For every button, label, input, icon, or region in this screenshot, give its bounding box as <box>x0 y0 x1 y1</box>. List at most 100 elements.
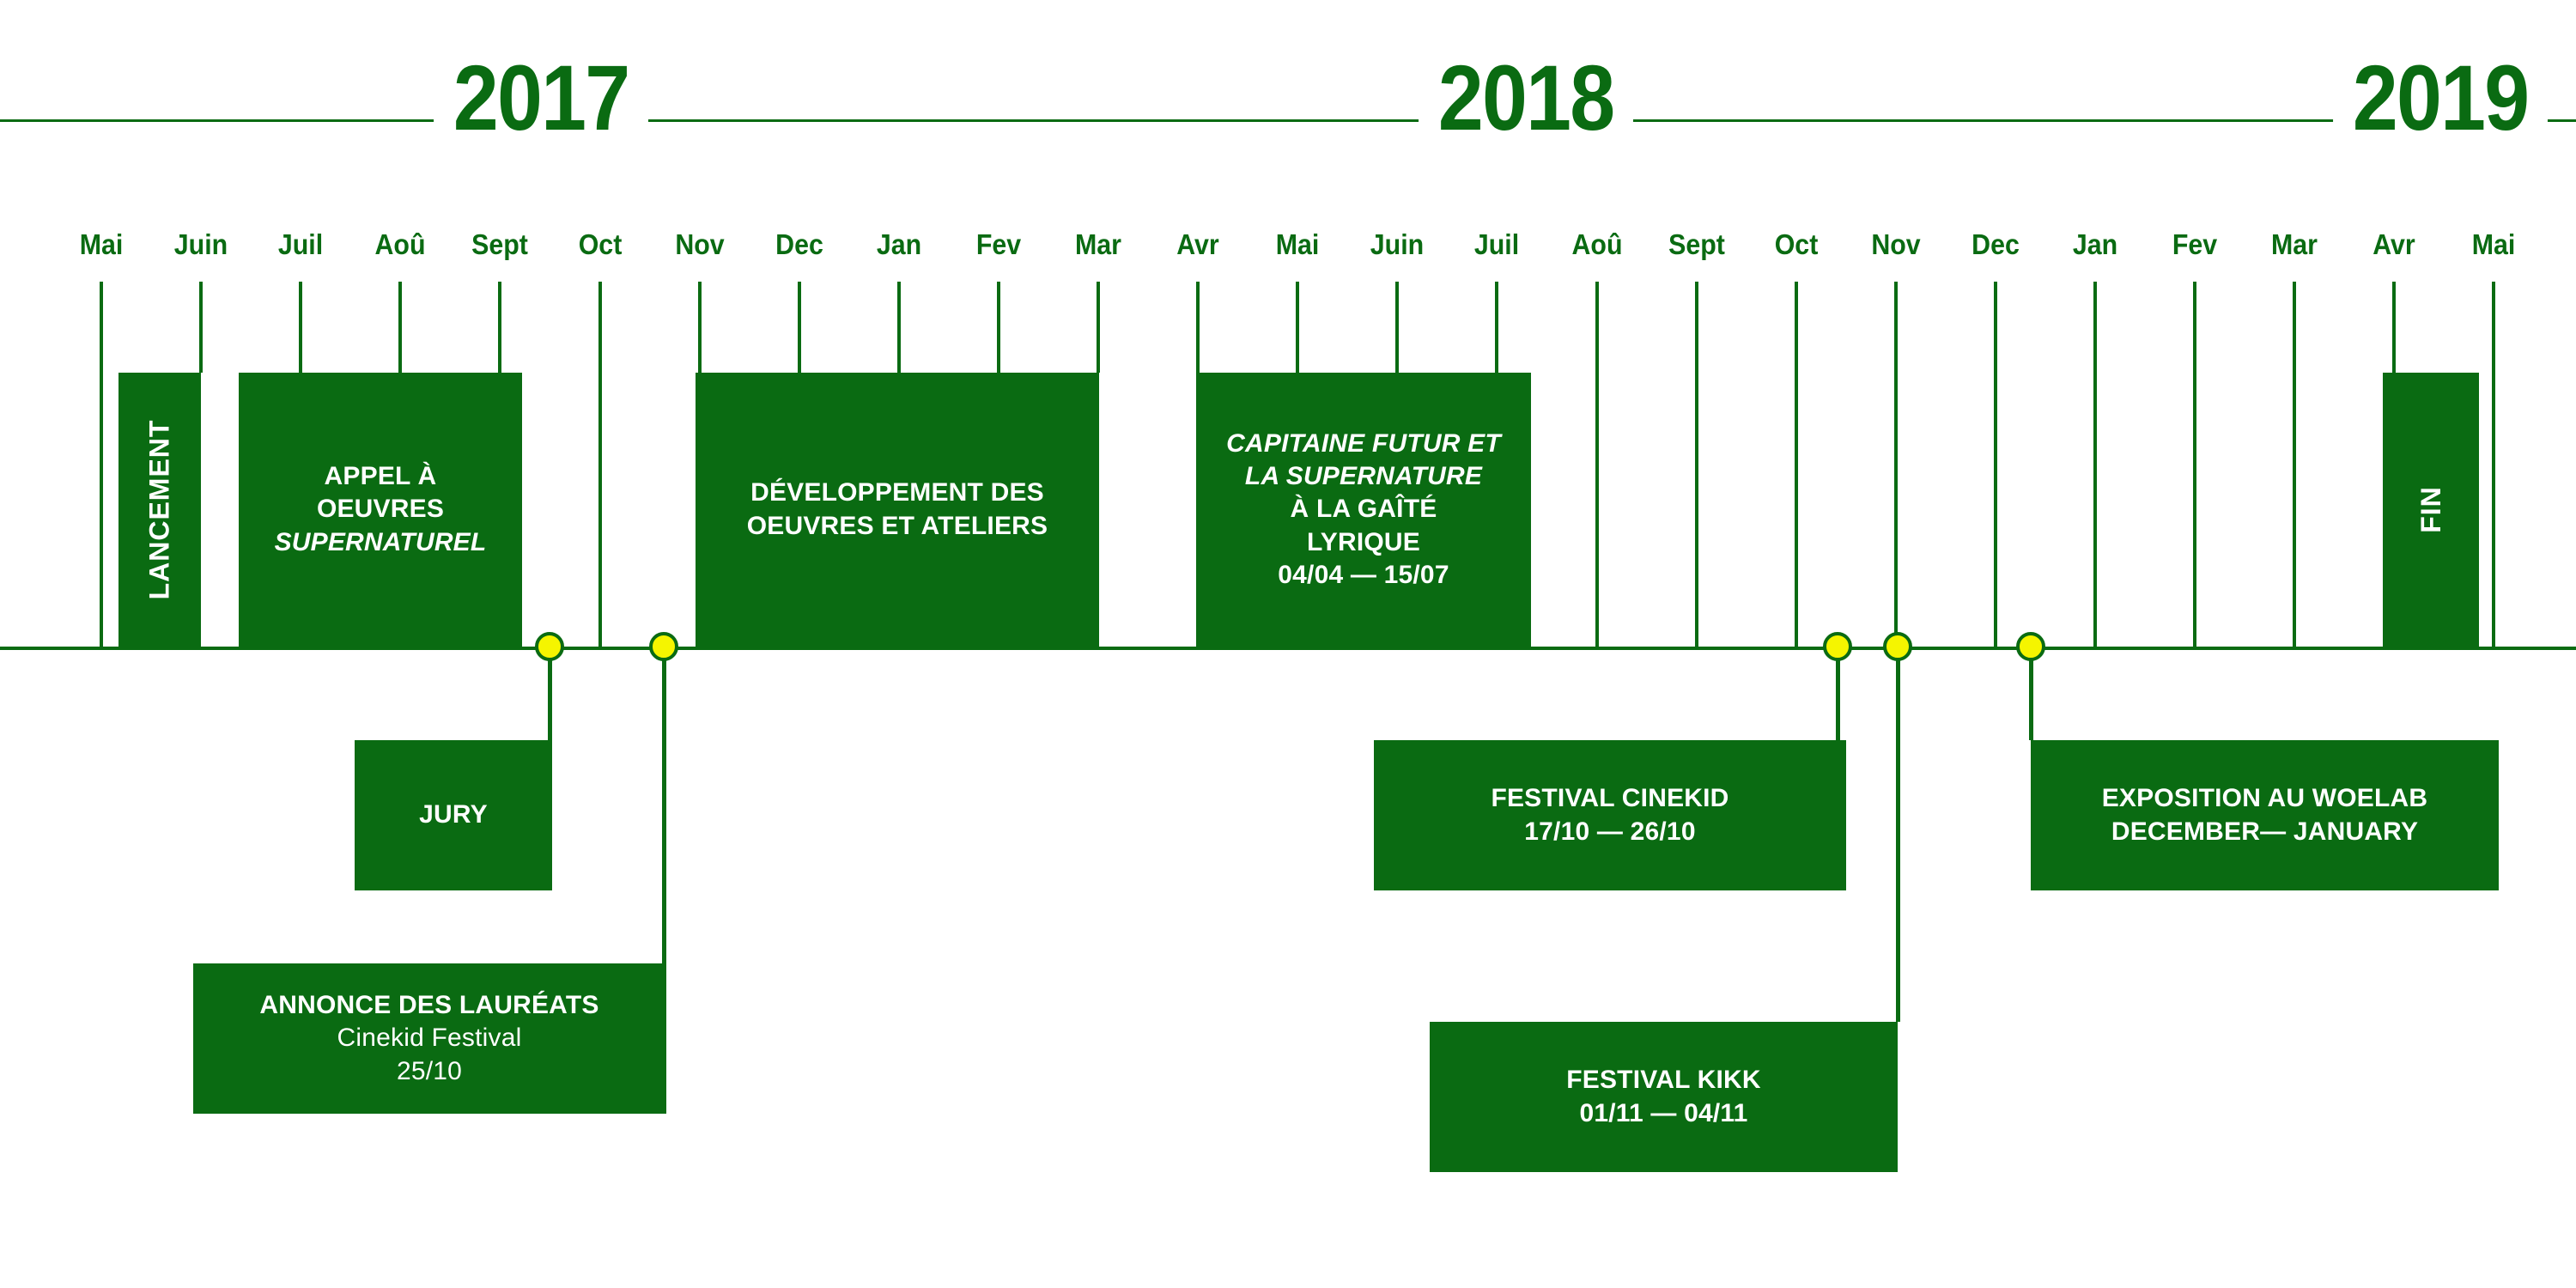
month-tick <box>598 282 602 647</box>
month-label: Nov <box>1871 228 1921 260</box>
month-tick <box>1395 282 1400 373</box>
block-text-line: 17/10 — 26/10 <box>1524 817 1696 846</box>
month-tick <box>1495 282 1499 373</box>
month-label: Fev <box>975 228 1022 260</box>
connector-line <box>2028 647 2033 740</box>
month-label: Juil <box>278 228 324 260</box>
month-label: Oct <box>578 228 622 260</box>
month-tick <box>2093 282 2097 647</box>
block-text-line: À LA GAÎTÉ <box>1290 495 1437 524</box>
phase-block-developpement[interactable]: DÉVELOPPEMENT DES OEUVRES ET ATELIERS <box>696 373 1099 647</box>
month-tick <box>1296 282 1300 373</box>
event-block-festival-kikk[interactable]: FESTIVAL KIKK 01/11 — 04/11 <box>1430 1022 1898 1172</box>
month-label: Juil <box>1474 228 1520 260</box>
block-text-line: LANCEMENT <box>143 419 175 600</box>
month-tick <box>199 282 204 373</box>
month-label: Mai <box>1275 228 1320 260</box>
block-text: EXPOSITION AU WOELAB DECEMBER— JANUARY <box>2093 782 2437 848</box>
block-text: LANCEMENT <box>143 411 178 609</box>
month-label: Jan <box>2072 228 2118 260</box>
month-tick <box>100 282 103 647</box>
phase-block-lancement[interactable]: LANCEMENT <box>118 373 201 647</box>
month-tick <box>1097 282 1100 373</box>
month-label: Mai <box>79 228 124 260</box>
block-text-line: 25/10 <box>396 1056 463 1085</box>
block-text-line: DÉVELOPPEMENT DES <box>750 478 1044 507</box>
month-label: Dec <box>775 228 823 260</box>
month-label: Avr <box>2372 228 2416 260</box>
month-label: Mar <box>2271 228 2318 260</box>
block-text-line: ANNONCE DES LAURÉATS <box>259 990 599 1019</box>
phase-block-capitaine-futur[interactable]: CAPITAINE FUTUR ET LA SUPERNATURE À LA GAÎ… <box>1196 373 1531 647</box>
block-text: FESTIVAL CINEKID 17/10 — 26/10 <box>1482 782 1737 848</box>
connector-line <box>1835 647 1840 740</box>
block-text-line: FESTIVAL KIKK <box>1566 1066 1761 1095</box>
month-label: Fev <box>2172 228 2218 260</box>
block-text-line: CAPITAINE FUTUR ET <box>1226 428 1501 458</box>
block-text: FESTIVAL KIKK 01/11 — 04/11 <box>1558 1064 1770 1130</box>
month-label: Aoû <box>1571 228 1623 260</box>
month-tick <box>1993 282 1997 647</box>
month-tick <box>697 282 702 373</box>
month-tick <box>1595 282 1599 647</box>
month-label: Avr <box>1176 228 1219 260</box>
block-text-line: FIN <box>2415 486 2446 533</box>
month-tick <box>2492 282 2496 647</box>
month-label: Sept <box>1668 228 1725 260</box>
block-text-line: LA SUPERNATURE <box>1244 461 1483 490</box>
year-label-2017: 2017 <box>434 52 649 144</box>
month-label: Dec <box>1971 228 2020 260</box>
block-text-line: FESTIVAL CINEKID <box>1491 784 1729 813</box>
block-text-line: JURY <box>419 800 488 829</box>
month-tick <box>2193 282 2197 647</box>
connector-line <box>547 647 552 740</box>
month-tick <box>996 282 1000 373</box>
block-text: APPEL À OEUVRES SUPERNATUREL <box>266 460 495 559</box>
block-text-line: DECEMBER— JANUARY <box>2111 817 2419 846</box>
block-text-line: LYRIQUE <box>1306 527 1420 556</box>
block-text-line: OEUVRES ET ATELIERS <box>746 511 1048 540</box>
block-text-line: OEUVRES <box>316 495 445 524</box>
month-label: Nov <box>674 228 725 260</box>
month-label: Sept <box>471 228 529 260</box>
event-block-festival-cinekid[interactable]: FESTIVAL CINEKID 17/10 — 26/10 <box>1374 740 1846 890</box>
marker-festival-kikk[interactable] <box>1883 632 1912 661</box>
connector-line <box>1895 647 1900 1022</box>
phase-block-fin[interactable]: FIN <box>2383 373 2479 647</box>
month-tick <box>797 282 801 373</box>
marker-jury[interactable] <box>535 632 564 661</box>
marker-exposition-woelab[interactable] <box>2016 632 2045 661</box>
marker-annonce-laureats[interactable] <box>649 632 678 661</box>
month-label: Oct <box>1774 228 1818 260</box>
month-label: Juin <box>173 228 228 260</box>
block-text-line: SUPERNATUREL <box>274 527 487 556</box>
block-text: CAPITAINE FUTUR ET LA SUPERNATURE À LA GAÎ… <box>1218 428 1510 592</box>
month-tick <box>498 282 502 373</box>
event-block-jury[interactable]: JURY <box>355 740 552 890</box>
connector-line <box>661 647 666 1114</box>
marker-festival-cinekid[interactable] <box>1823 632 1852 661</box>
block-text-line: Cinekid Festival <box>337 1024 522 1053</box>
month-tick <box>1893 282 1898 647</box>
month-label: Aoû <box>374 228 426 260</box>
month-label: Juin <box>1370 228 1425 260</box>
month-tick <box>1196 282 1200 373</box>
year-rule <box>0 119 2576 122</box>
block-text: FIN <box>2414 477 2449 542</box>
year-label-2019: 2019 <box>2333 52 2549 144</box>
block-text-line: APPEL À <box>324 461 437 490</box>
event-block-annonce-des-laureats[interactable]: ANNONCE DES LAURÉATS Cinekid Festival 25/1… <box>193 963 665 1114</box>
month-tick <box>2392 282 2397 373</box>
phase-block-appel-a-oeuvres[interactable]: APPEL À OEUVRES SUPERNATUREL <box>239 373 522 647</box>
block-text: JURY <box>410 799 496 831</box>
month-tick <box>299 282 303 373</box>
month-label: Mar <box>1075 228 1121 260</box>
event-block-exposition-au-woelab[interactable]: EXPOSITION AU WOELAB DECEMBER— JANUARY <box>2031 740 2499 890</box>
block-text-line: 01/11 — 04/11 <box>1579 1098 1748 1127</box>
block-text-line: EXPOSITION AU WOELAB <box>2101 784 2428 813</box>
month-tick <box>398 282 403 373</box>
month-label: Jan <box>876 228 921 260</box>
month-tick <box>896 282 901 373</box>
year-label-2018: 2018 <box>1419 52 1634 144</box>
